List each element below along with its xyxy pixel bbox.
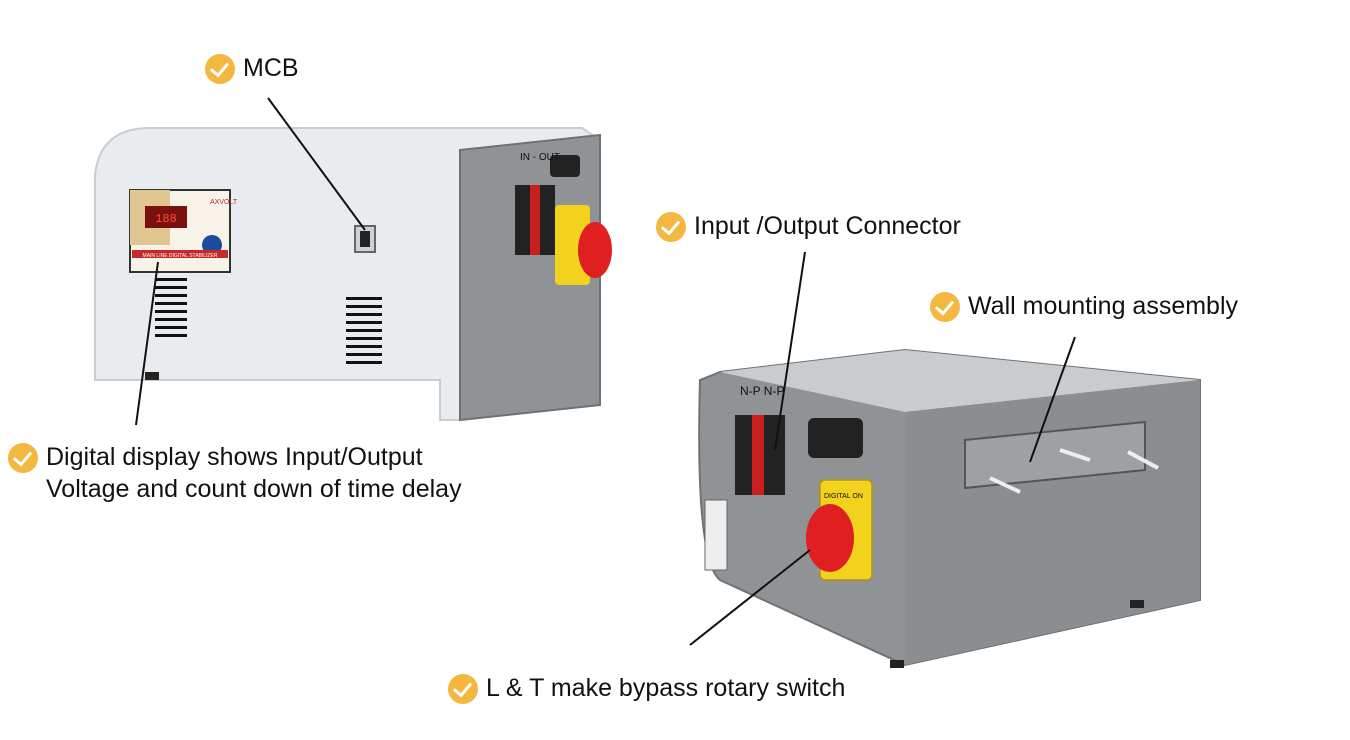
check-icon [930,292,960,322]
panel-text: MAIN LINE DIGITAL STABILIZER [143,253,218,259]
check-icon [8,443,38,473]
callout-io-connector-text: Input /Output Connector [694,212,961,240]
front-unit: 188 MAIN LINE DIGITAL STABILIZER AXVOLT … [94,127,612,422]
digital-display-panel: 188 MAIN LINE DIGITAL STABILIZER AXVOLT [129,189,238,273]
back-unit: N-P N-P DIGITAL ON [698,348,1201,668]
callout-mcb-text: MCB [243,54,299,82]
callout-mcb: MCB [205,52,299,84]
bypass-rotary-switch: DIGITAL ON [806,479,873,581]
terminal-label: IN - OUT [520,152,560,163]
callout-wall-mount-text: Wall mounting assembly [968,292,1239,320]
terminal-label-back: N-P N-P [740,384,784,398]
svg-text:188: 188 [155,212,177,226]
callout-digital-display: Digital display shows Input/Output Volta… [8,441,462,505]
callout-io-connector: Input /Output Connector [656,210,961,242]
check-icon [656,212,686,242]
leader-lines [135,97,1076,646]
callout-bypass-switch: L & T make bypass rotary switch [448,672,845,704]
wall-mount-bracket [964,420,1159,494]
check-icon [448,674,478,704]
brand-logo: AXVOLT [210,199,238,206]
callout-display-line2: Voltage and count down of time delay [46,475,462,503]
check-icon [205,54,235,84]
callout-wall-mount: Wall mounting assembly [930,290,1238,322]
callout-bypass-switch-text: L & T make bypass rotary switch [486,674,846,702]
callout-display-line1: Digital display shows Input/Output [46,443,423,471]
bypass-label: DIGITAL ON [824,493,863,500]
